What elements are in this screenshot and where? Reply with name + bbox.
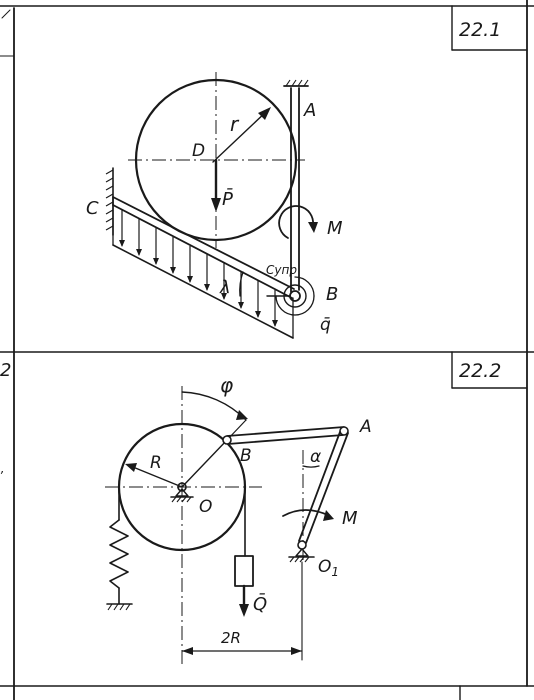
- angle-alpha-label: α: [310, 447, 321, 467]
- angle-lambda-label: λ: [219, 277, 231, 298]
- diagram-22-1: r D P̄ A M: [86, 72, 343, 339]
- radius-R-arrow: [127, 464, 183, 488]
- support-A: [283, 79, 309, 87]
- margin-number: 2: [0, 360, 11, 381]
- radius-OB: [181, 439, 228, 488]
- load-block: [234, 555, 254, 587]
- rod-AO1-left: [298, 431, 341, 542]
- moment-M-arrow: [278, 205, 314, 239]
- pivot-O1-label: O1: [318, 557, 339, 579]
- problem-number-box-22-1: 22.1: [451, 5, 528, 51]
- radius-label: r: [230, 112, 240, 136]
- spring: [109, 519, 129, 589]
- rod-BA-bottom: [227, 434, 344, 445]
- angle-lambda-arc: [239, 271, 244, 297]
- point-A-label: A: [303, 100, 316, 121]
- joint-B: [222, 435, 232, 445]
- weight-label: P̄: [222, 188, 233, 210]
- angle-phi-label: φ: [220, 373, 233, 397]
- pivot-O1: [288, 540, 315, 563]
- angle-alpha-arc: [302, 465, 320, 468]
- pivot-O: [170, 482, 194, 503]
- load-Q-label: Q̄: [253, 593, 267, 615]
- moment-M-arrow: [282, 509, 331, 517]
- rod-BA-top: [226, 426, 345, 437]
- point-B-label: B: [240, 446, 252, 466]
- problem-number: 22.2: [459, 360, 501, 382]
- rod-AO1-right: [305, 432, 349, 544]
- dimension-2R-label: 2R: [221, 629, 241, 647]
- problem-number: 22.1: [459, 19, 501, 41]
- point-B-label: B: [326, 284, 338, 305]
- distributed-load-q: [112, 204, 294, 339]
- problem-number-box-22-2: 22.2: [451, 351, 528, 389]
- diagram-22-2: O R φ B A α: [105, 373, 372, 668]
- wall-C: [105, 167, 114, 236]
- point-A-label: A: [359, 417, 372, 437]
- moment-M-label: M: [342, 508, 358, 529]
- hinge-B: [266, 276, 315, 316]
- radius-arrow: [212, 109, 269, 163]
- point-C-label: C: [86, 198, 99, 219]
- moment-M-label: M: [327, 218, 343, 239]
- center-label-D: D: [192, 141, 205, 161]
- bar-CB-bottom: [112, 204, 293, 299]
- angle-phi-arc: [181, 391, 247, 421]
- radius-R-label: R: [150, 453, 162, 473]
- load-q-label: q̄: [320, 315, 331, 335]
- center-O-label: O: [199, 497, 212, 517]
- ground-spring: [106, 603, 133, 611]
- spring-stiffness-label: Cупр: [266, 263, 297, 277]
- joint-A: [339, 426, 349, 436]
- margin-mark: ʼ: [0, 469, 4, 483]
- bar-CB-top: [112, 196, 295, 290]
